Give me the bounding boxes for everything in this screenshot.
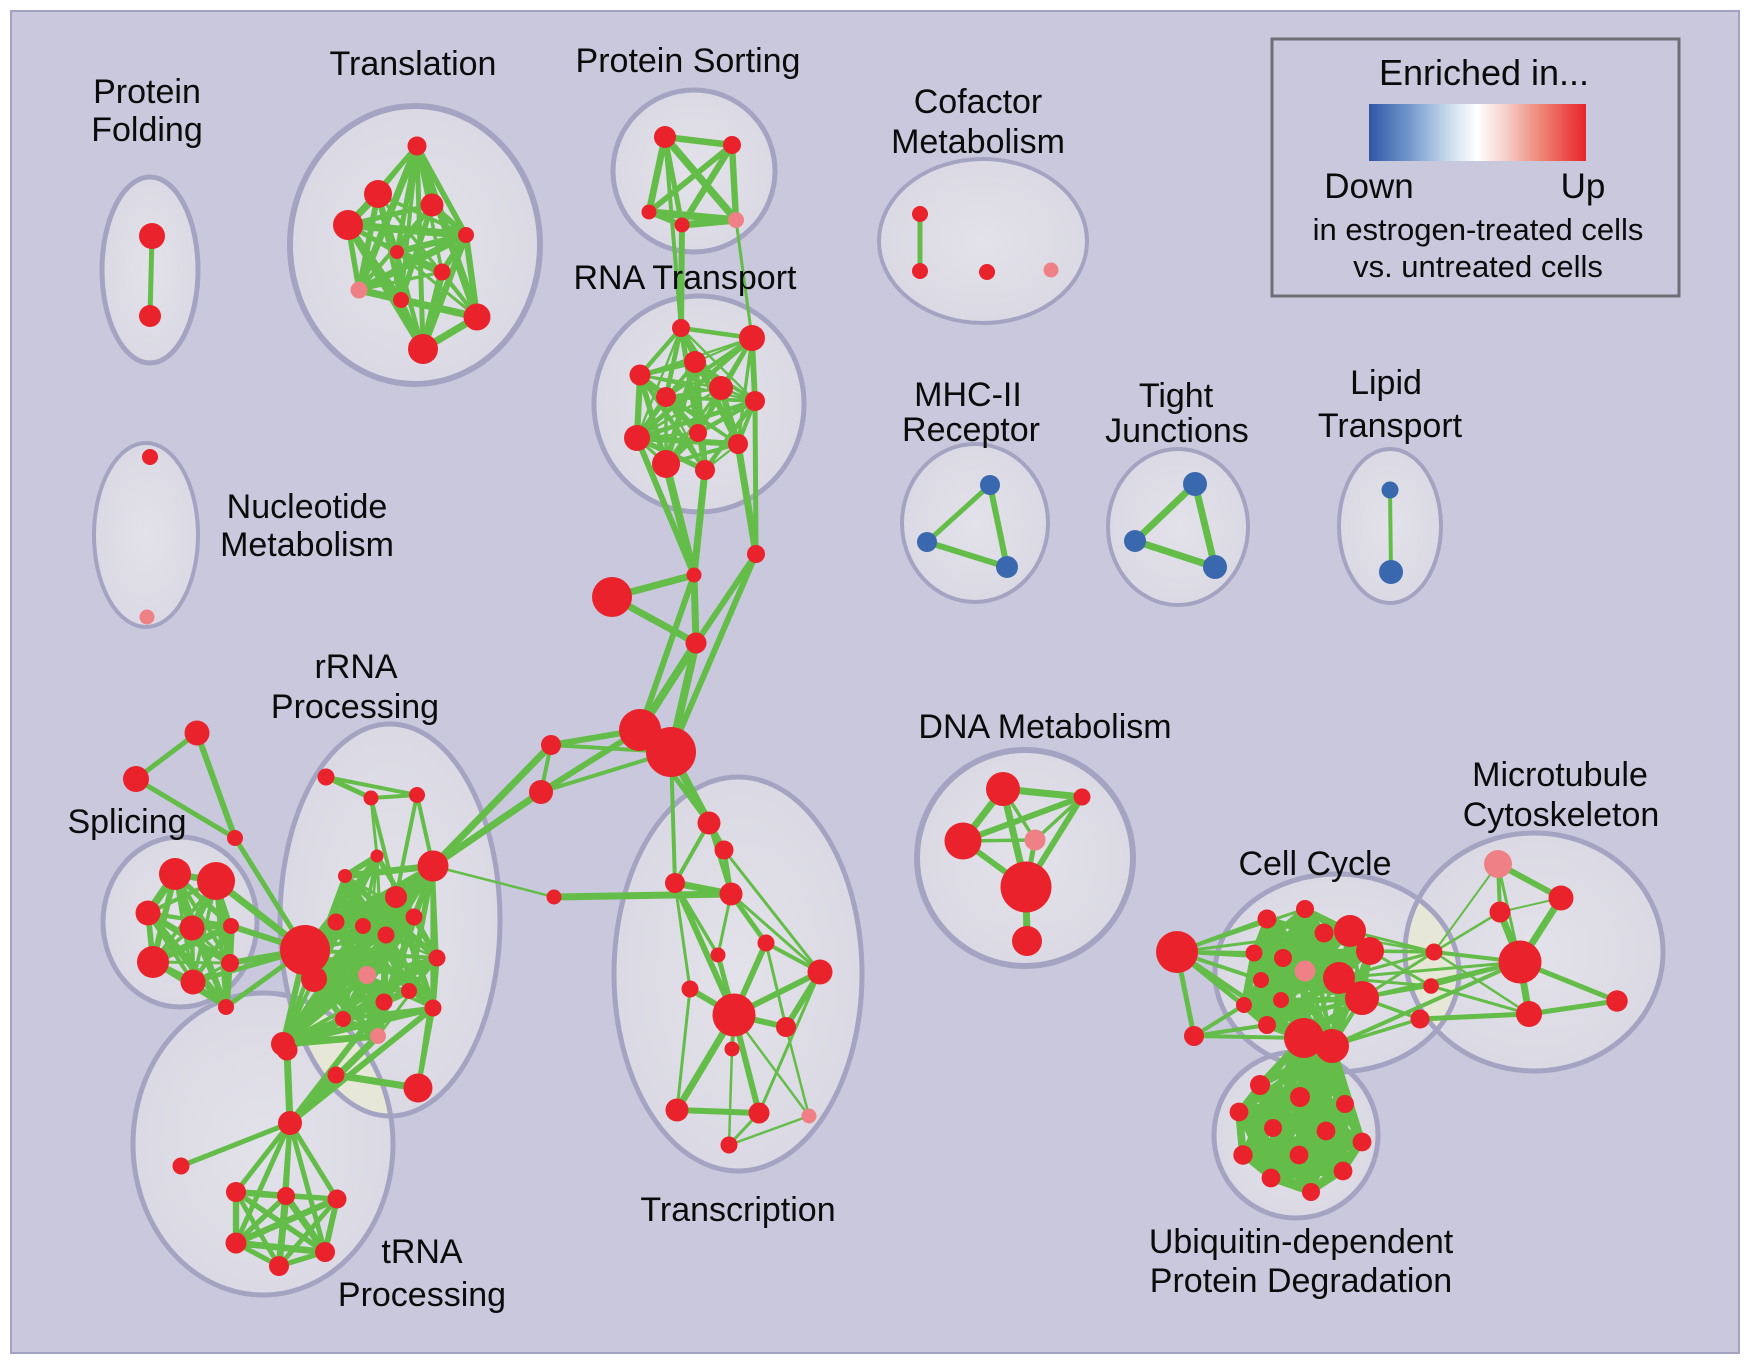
svg-text:MHC-II: MHC-II [914, 376, 1022, 414]
svg-text:Translation: Translation [330, 45, 497, 83]
svg-text:in estrogen-treated cells: in estrogen-treated cells [1313, 212, 1644, 247]
svg-text:Metabolism: Metabolism [220, 526, 394, 564]
svg-text:Receptor: Receptor [902, 411, 1040, 449]
svg-text:Microtubule: Microtubule [1472, 756, 1648, 794]
svg-text:Splicing: Splicing [67, 803, 186, 841]
svg-text:Metabolism: Metabolism [891, 123, 1065, 161]
svg-text:Protein Degradation: Protein Degradation [1150, 1262, 1452, 1300]
svg-text:RNA Transport: RNA Transport [574, 259, 798, 297]
svg-text:Processing: Processing [338, 1276, 506, 1314]
svg-text:Protein: Protein [93, 73, 201, 111]
svg-text:Enriched in...: Enriched in... [1379, 52, 1589, 93]
svg-text:Cofactor: Cofactor [914, 83, 1043, 121]
svg-text:Transport: Transport [1318, 407, 1463, 445]
svg-text:Down: Down [1324, 167, 1413, 206]
svg-text:Nucleotide: Nucleotide [227, 488, 388, 526]
svg-text:Protein Sorting: Protein Sorting [576, 42, 801, 80]
svg-text:rRNA: rRNA [314, 648, 397, 686]
svg-text:Cell Cycle: Cell Cycle [1238, 845, 1391, 883]
svg-text:vs. untreated cells: vs. untreated cells [1353, 249, 1603, 284]
svg-text:DNA Metabolism: DNA Metabolism [918, 708, 1171, 746]
svg-text:Ubiquitin-dependent: Ubiquitin-dependent [1149, 1223, 1454, 1261]
svg-text:tRNA: tRNA [381, 1233, 463, 1271]
svg-text:Transcription: Transcription [640, 1191, 835, 1229]
svg-text:Processing: Processing [271, 688, 439, 726]
svg-text:Junctions: Junctions [1105, 412, 1249, 450]
svg-text:Tight: Tight [1139, 377, 1214, 415]
svg-text:Up: Up [1561, 167, 1606, 206]
svg-text:Cytoskeleton: Cytoskeleton [1463, 796, 1660, 834]
svg-text:Folding: Folding [91, 111, 203, 149]
svg-text:Lipid: Lipid [1350, 364, 1422, 402]
